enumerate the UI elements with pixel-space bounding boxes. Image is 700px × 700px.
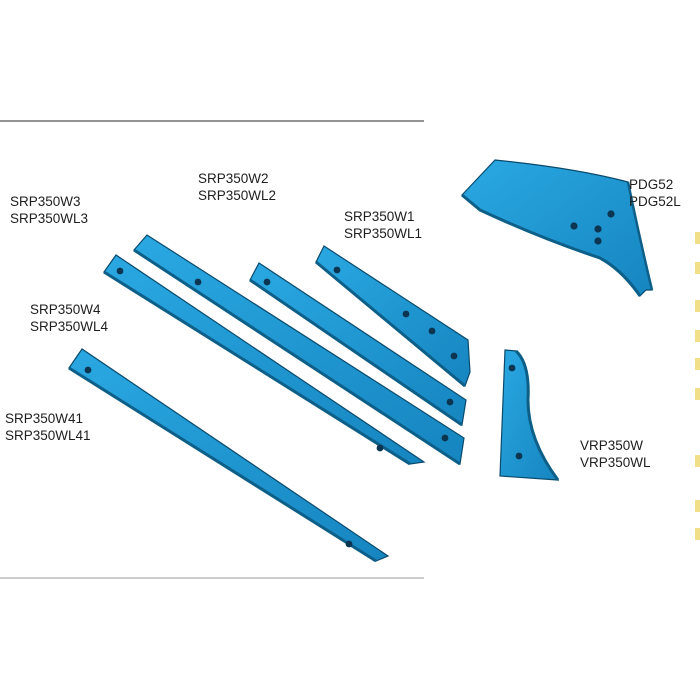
part-code: VRP350WL bbox=[580, 455, 651, 470]
part-code: SRP350W3 bbox=[10, 194, 81, 209]
bolt-hole bbox=[508, 364, 516, 372]
bolt-hole bbox=[402, 310, 410, 318]
bolt-hole bbox=[570, 222, 578, 230]
bolt-hole bbox=[263, 278, 271, 286]
bolt-hole bbox=[594, 237, 602, 245]
right-edge-markers bbox=[695, 232, 700, 540]
blade-srp350w3 bbox=[133, 234, 465, 466]
bolt-hole bbox=[376, 444, 384, 452]
bolt-hole bbox=[333, 266, 341, 274]
part-code: SRP350W1 bbox=[344, 209, 415, 224]
part-code: VRP350W bbox=[580, 438, 644, 453]
label-srp350w41: SRP350W41 SRP350WL41 bbox=[5, 410, 91, 444]
part-code: SRP350W4 bbox=[30, 302, 101, 317]
bolt-hole bbox=[607, 210, 615, 218]
bolt-hole bbox=[345, 540, 353, 548]
bolt-hole bbox=[441, 434, 449, 442]
part-code: SRP350WL3 bbox=[10, 211, 89, 226]
label-pdg52: PDG52 PDG52L bbox=[629, 176, 681, 210]
blade-srp350w1 bbox=[315, 245, 471, 388]
blade-pdg52 bbox=[461, 159, 654, 297]
label-srp350w4: SRP350W4 SRP350WL4 bbox=[30, 301, 108, 335]
label-srp350w2: SRP350W2 SRP350WL2 bbox=[198, 170, 276, 204]
label-vrp350w: VRP350W VRP350WL bbox=[580, 437, 651, 471]
bolt-hole bbox=[515, 452, 523, 460]
blade-vrp350w bbox=[499, 349, 560, 481]
blade-srp350w41 bbox=[68, 348, 390, 563]
part-code: SRP350WL41 bbox=[5, 428, 91, 443]
bolt-hole bbox=[446, 398, 454, 406]
bolt-hole bbox=[594, 225, 602, 233]
part-code: SRP350WL4 bbox=[30, 319, 109, 334]
bolt-hole bbox=[194, 278, 202, 286]
bolt-hole bbox=[84, 366, 92, 374]
part-code: SRP350WL2 bbox=[198, 188, 277, 203]
part-code: SRP350WL1 bbox=[344, 226, 423, 241]
part-code: SRP350W2 bbox=[198, 171, 269, 186]
bolt-hole bbox=[428, 327, 436, 335]
part-code: SRP350W41 bbox=[5, 411, 84, 426]
bolt-hole bbox=[450, 352, 458, 360]
blade-srp350w4 bbox=[103, 254, 426, 466]
label-srp350w1: SRP350W1 SRP350WL1 bbox=[344, 208, 422, 242]
bolt-hole bbox=[116, 267, 124, 275]
blade-srp350w2 bbox=[249, 262, 467, 427]
part-code: PDG52 bbox=[629, 177, 674, 192]
part-code: PDG52L bbox=[629, 194, 681, 209]
label-srp350w3: SRP350W3 SRP350WL3 bbox=[10, 193, 88, 227]
